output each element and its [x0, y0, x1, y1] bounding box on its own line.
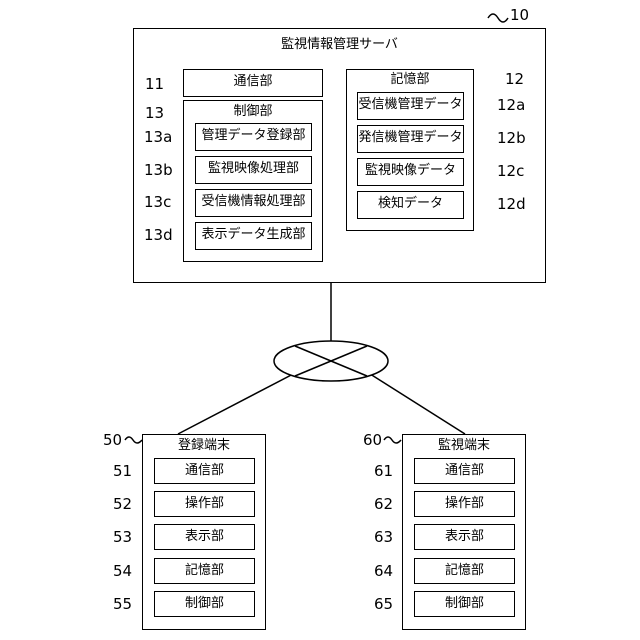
control-item-box: 監視映像処理部 — [195, 156, 312, 184]
ref-61: 61 — [374, 462, 393, 480]
ref-13d: 13d — [144, 226, 173, 244]
ref-12c: 12c — [497, 162, 524, 180]
storage-item-box: 受信機管理データ — [357, 92, 464, 120]
ref-11: 11 — [145, 75, 164, 93]
registration-terminal-title: 登録端末 — [142, 438, 266, 454]
ref-12d: 12d — [497, 195, 526, 213]
terminal-item-box: 表示部 — [154, 524, 255, 550]
terminal-item-label: 制御部 — [415, 590, 514, 618]
terminal-item-label: 記憶部 — [155, 557, 254, 585]
terminal-item-label: 通信部 — [155, 457, 254, 485]
ref-12: 12 — [505, 70, 524, 88]
storage-item-box: 発信機管理データ — [357, 125, 464, 153]
monitoring-terminal-title: 監視端末 — [402, 438, 526, 454]
ref-51: 51 — [113, 462, 132, 480]
ref-54: 54 — [113, 562, 132, 580]
terminal-item-box: 通信部 — [414, 458, 515, 484]
terminal-item-label: 通信部 — [415, 457, 514, 485]
control-item-label: 表示データ生成部 — [196, 221, 311, 249]
ref-50: 50 — [103, 431, 122, 449]
terminal-item-label: 記憶部 — [415, 557, 514, 585]
ref-63: 63 — [374, 528, 393, 546]
server-comm-box: 通信部 — [183, 69, 323, 97]
terminal-item-box: 制御部 — [154, 591, 255, 617]
ref-65: 65 — [374, 595, 393, 613]
terminal-item-label: 制御部 — [155, 590, 254, 618]
storage-item-label: 受信機管理データ — [358, 91, 463, 119]
leader-50 — [125, 437, 142, 443]
terminal-item-box: 表示部 — [414, 524, 515, 550]
server-title: 監視情報管理サーバ — [133, 37, 546, 53]
terminal-item-box: 制御部 — [414, 591, 515, 617]
terminal-item-label: 表示部 — [415, 523, 514, 551]
ref-10: 10 — [510, 6, 529, 24]
leader-10 — [488, 14, 508, 22]
storage-item-box: 監視映像データ — [357, 158, 464, 186]
terminal-item-label: 操作部 — [155, 490, 254, 518]
ref-12a: 12a — [497, 96, 525, 114]
ref-53: 53 — [113, 528, 132, 546]
storage-item-label: 発信機管理データ — [358, 124, 463, 152]
server-control-title: 制御部 — [183, 104, 323, 120]
terminal-item-label: 操作部 — [415, 490, 514, 518]
ref-13: 13 — [145, 104, 164, 122]
ref-13a: 13a — [144, 128, 172, 146]
storage-item-box: 検知データ — [357, 191, 464, 219]
storage-item-label: 監視映像データ — [358, 157, 463, 185]
control-item-box: 表示データ生成部 — [195, 222, 312, 250]
terminal-item-box: 操作部 — [154, 491, 255, 517]
control-item-label: 管理データ登録部 — [196, 122, 311, 150]
storage-item-label: 検知データ — [358, 190, 463, 218]
terminal-item-box: 操作部 — [414, 491, 515, 517]
server-comm-label: 通信部 — [184, 68, 322, 96]
server-storage-title: 記憶部 — [346, 72, 474, 88]
terminal-item-box: 記憶部 — [154, 558, 255, 584]
control-item-label: 監視映像処理部 — [196, 155, 311, 183]
control-item-box: 受信機情報処理部 — [195, 189, 312, 217]
ref-55: 55 — [113, 595, 132, 613]
ref-60: 60 — [363, 431, 382, 449]
control-item-label: 受信機情報処理部 — [196, 188, 311, 216]
ref-62: 62 — [374, 495, 393, 513]
control-item-box: 管理データ登録部 — [195, 123, 312, 151]
terminal-item-box: 通信部 — [154, 458, 255, 484]
terminal-item-label: 表示部 — [155, 523, 254, 551]
leader-60 — [384, 437, 401, 443]
network-terminal-50-line — [178, 372, 297, 434]
network-terminal-60-line — [367, 372, 465, 434]
ref-13b: 13b — [144, 161, 173, 179]
ref-12b: 12b — [497, 129, 526, 147]
terminal-item-box: 記憶部 — [414, 558, 515, 584]
ref-52: 52 — [113, 495, 132, 513]
ref-64: 64 — [374, 562, 393, 580]
ref-13c: 13c — [144, 193, 171, 211]
